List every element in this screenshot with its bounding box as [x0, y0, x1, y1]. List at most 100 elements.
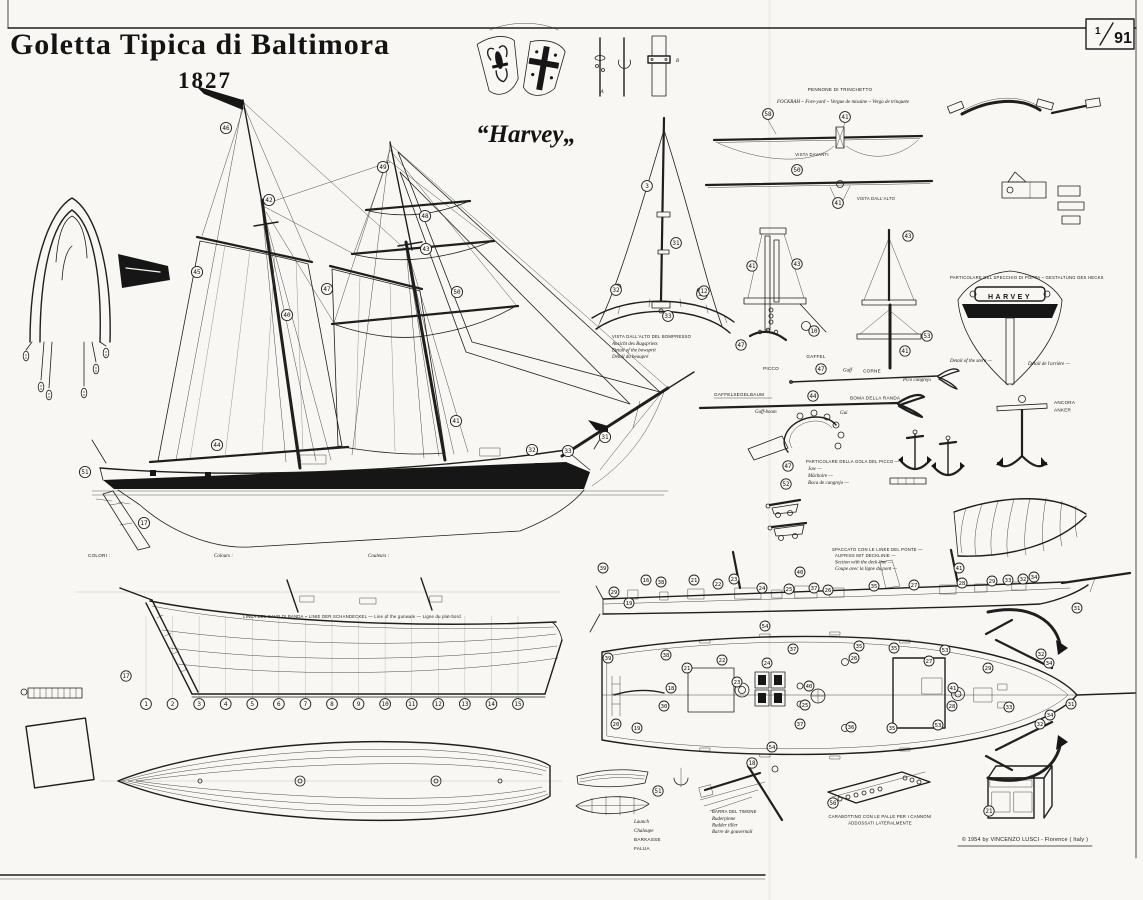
callout-circle — [1065, 698, 1077, 710]
callout-circle — [670, 237, 682, 249]
plate-number: 1 91 — [1085, 18, 1135, 50]
tiller-label-en: Rudder tiller — [711, 824, 738, 829]
callout-number: 19 — [634, 726, 641, 732]
fore-yard-title: PENNONE DI TRINCHETTO — [808, 87, 873, 92]
fore-lower-yard — [330, 304, 520, 326]
illegible-note — [690, 36, 798, 86]
deck-profile: SPACCATO CON LE LINEE DEL PONTE — AUFRIS… — [589, 547, 1132, 633]
callout-number: 37 — [797, 722, 804, 728]
deck-section-caption-en: Section with the deck-line — — [835, 561, 893, 566]
callout-circle — [808, 325, 820, 337]
callout-circle — [787, 643, 799, 655]
copyright: © 1954 by VINCENZO LUSCI - Florence ( It… — [957, 836, 1093, 847]
ship-name: “Harvey„ — [476, 121, 576, 148]
half-breadth-plan — [99, 741, 563, 821]
bowsprit-caption-en: Detail of the bowsprit — [611, 349, 656, 354]
tiller-label-it: BARRA DEL TIMONE — [712, 809, 757, 814]
callout-circle — [681, 662, 693, 674]
callout-circle — [78, 465, 92, 479]
callout-circle — [888, 642, 900, 654]
callout-circle — [923, 655, 935, 667]
callout-circle — [908, 579, 920, 591]
callout-number: 34 — [1047, 713, 1054, 719]
callout-number: 26 — [825, 588, 832, 594]
callout-circle — [827, 797, 839, 809]
callout-number: 54 — [769, 745, 776, 751]
illegible-note — [94, 150, 174, 172]
gaff-label-it: PICCO — [763, 366, 779, 371]
margin-note-top — [58, 7, 1075, 12]
bowsprit-caption-de: Ansicht des Bugspriets — [611, 342, 658, 347]
callout-circle — [1002, 574, 1014, 586]
callout-number: 37 — [811, 586, 818, 592]
callout-circle — [848, 652, 860, 664]
callout-circle — [190, 265, 204, 279]
callout-circle — [728, 573, 740, 585]
station-circle — [246, 698, 259, 710]
callout-number: 28 — [959, 581, 966, 587]
callout-number: 41 — [452, 418, 460, 425]
jib — [397, 151, 661, 393]
tools-detail — [946, 97, 1101, 225]
callout-circle — [766, 741, 778, 753]
illegible-note — [24, 146, 88, 172]
callout-circle — [808, 582, 820, 594]
callout-number: 19 — [626, 601, 633, 607]
callout-number: 32 — [1037, 722, 1044, 728]
station-number: 8 — [330, 701, 334, 708]
callout-number: 20 — [613, 722, 620, 728]
callout-circle — [947, 682, 959, 694]
callout-number: 52 — [783, 482, 790, 488]
illegible-note — [26, 708, 96, 712]
station-circle — [379, 698, 391, 710]
station-number: 6 — [277, 701, 281, 708]
callout-number: 34 — [1046, 661, 1053, 667]
callout-circle — [660, 649, 672, 661]
callout-number: 43 — [794, 262, 801, 268]
callout-number: 33 — [664, 313, 672, 320]
stern-caption: PARTICOLARE DEL SPECCHIO DI POPPA ~ GEST… — [950, 275, 1104, 280]
callout-number: 41 — [950, 686, 957, 692]
station-circle — [352, 698, 365, 710]
callout-number: 56 — [830, 801, 837, 807]
boat-label-en: Launch — [633, 820, 650, 825]
tiller-label-de: Ruderpinne — [711, 817, 736, 822]
callout-number: 23 — [734, 680, 741, 686]
station-number: 3 — [197, 701, 201, 708]
tiller-label-fr: Barre de gouvernail — [712, 830, 753, 835]
station-circle — [166, 698, 179, 710]
fore-topmast — [389, 141, 413, 251]
anchor-label-de: ANKER — [1054, 408, 1072, 413]
callout-circle — [598, 430, 612, 444]
station-circle — [299, 698, 312, 710]
station-number: 1 — [144, 701, 148, 708]
callout-number: 48 — [421, 213, 429, 220]
boat-detail: Launch Chaloupe BARKASSE FALUA — [575, 767, 689, 851]
bobstay — [591, 391, 665, 487]
callout-number: 18 — [749, 761, 756, 767]
illegible-note — [842, 512, 942, 526]
callout-number: 41 — [749, 264, 756, 270]
callout-circle — [641, 180, 653, 192]
parrel-beads — [22, 347, 110, 401]
illegible-note — [24, 792, 112, 796]
fore-gaff-sail — [331, 268, 446, 455]
callout-number: 54 — [762, 624, 769, 630]
gaff-label-de: GAFFEL — [806, 354, 826, 359]
shot-grating-detail: CARABOTTINO CON LE PALLE PER I CANNONI A… — [827, 771, 931, 826]
callout-circle — [986, 575, 998, 587]
callout-circle — [807, 390, 819, 402]
callout-circle — [735, 339, 747, 351]
callout-number: 32 — [612, 287, 620, 294]
callout-number: 24 — [759, 586, 766, 592]
callout-circle — [794, 718, 806, 730]
callout-circle — [762, 108, 774, 120]
callout-number: 29 — [611, 590, 618, 596]
callout-number: 40 — [806, 684, 813, 690]
callout-circle — [822, 584, 834, 596]
